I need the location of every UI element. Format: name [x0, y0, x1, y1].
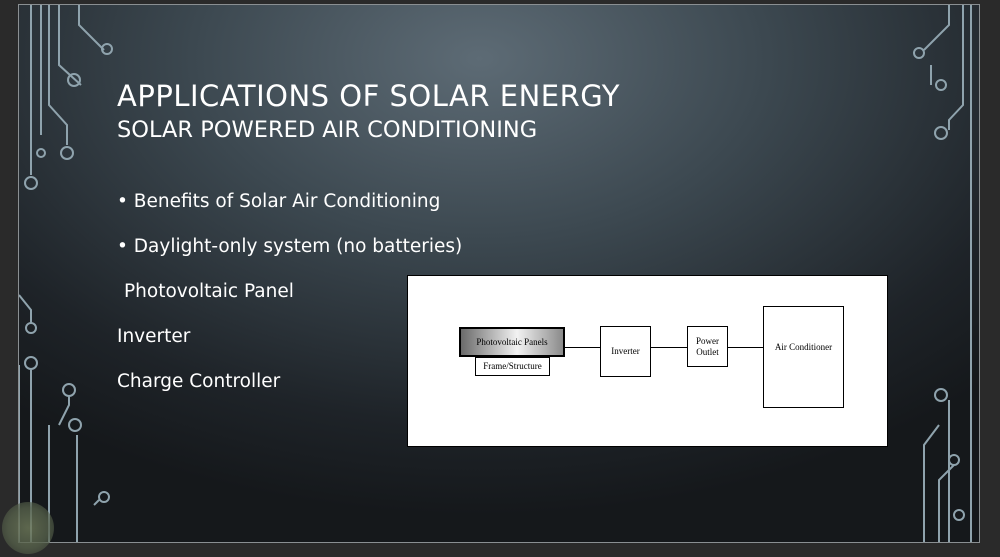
ac-label: Air Conditioner — [774, 341, 833, 352]
outlet-label: Outlet — [696, 346, 719, 357]
frame-structure-box: Frame/Structure — [475, 357, 550, 376]
item-photovoltaic: Photovoltaic Panel — [124, 281, 294, 302]
bullet-1: • Benefits of Solar Air Conditioning — [117, 191, 441, 212]
bullet-text: Daylight-only system (no batteries) — [133, 236, 463, 257]
item-charge-controller: Charge Controller — [117, 371, 281, 392]
inverter-box: Inverter — [600, 326, 651, 377]
wire — [564, 347, 600, 348]
item-inverter: Inverter — [117, 326, 191, 347]
bullet-text: Benefits of Solar Air Conditioning — [133, 191, 441, 212]
slide: APPLICATIONS OF SOLAR ENERGY SOLAR POWER… — [18, 4, 980, 543]
app-logo-icon — [2, 502, 54, 554]
slide-title: APPLICATIONS OF SOLAR ENERGY — [117, 79, 620, 113]
pv-panels-box: Photovoltaic Panels — [459, 327, 565, 357]
outlet-label: Power — [696, 335, 719, 346]
wire — [651, 347, 687, 348]
air-conditioner-box: Air Conditioner — [763, 306, 844, 408]
bullet-2: • Daylight-only system (no batteries) — [117, 236, 463, 257]
slide-subtitle: SOLAR POWERED AIR CONDITIONING — [117, 117, 538, 143]
wire — [727, 347, 763, 348]
circuit-decoration — [19, 5, 972, 542]
system-diagram: Photovoltaic Panels Frame/Structure Inve… — [407, 275, 888, 447]
